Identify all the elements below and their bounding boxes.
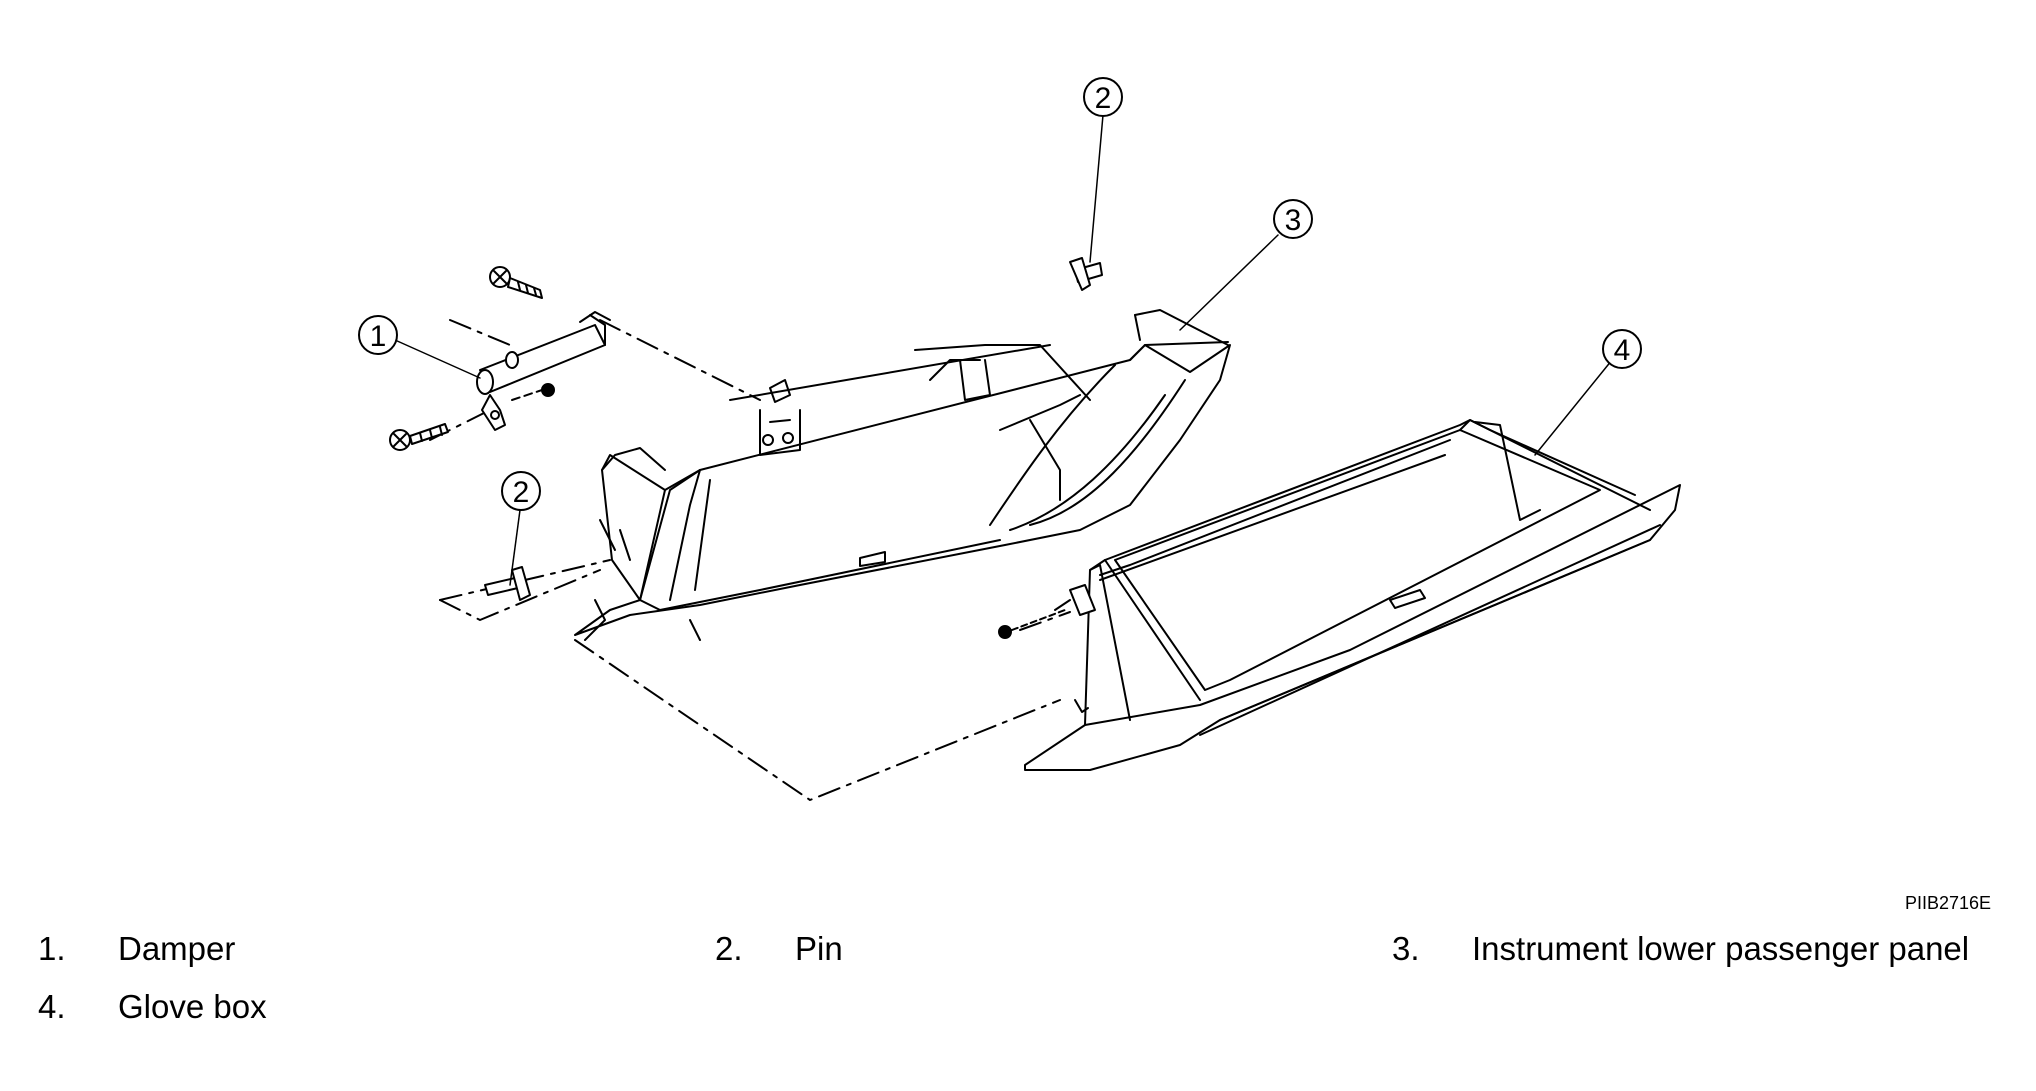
legend-number: 3. bbox=[1392, 930, 1420, 967]
figure-code: PIIB2716E bbox=[1905, 893, 1992, 913]
callout-leaders bbox=[394, 114, 1613, 586]
legend-number: 1. bbox=[38, 930, 66, 967]
callout-3: 3 bbox=[1273, 199, 1313, 239]
callout-4: 4 bbox=[1602, 329, 1642, 369]
legend-label: Damper bbox=[118, 930, 236, 967]
screw-lower bbox=[389, 423, 449, 451]
parts-legend: 1. Damper 2. Pin 3. Instrument lower pas… bbox=[0, 930, 2036, 1060]
callout-1: 1 bbox=[358, 315, 398, 355]
exploded-view-diagram: 1 2 3 2 4 bbox=[358, 77, 1681, 801]
pin-upper bbox=[1069, 257, 1103, 291]
callout-2-lower: 2 bbox=[501, 471, 541, 511]
callout-2-upper: 2 bbox=[1083, 77, 1123, 117]
damper-assembly bbox=[476, 311, 611, 431]
pin-lower bbox=[484, 566, 531, 601]
svg-text:2: 2 bbox=[513, 476, 530, 509]
alignment-lines bbox=[429, 319, 1071, 801]
glove-box bbox=[998, 419, 1681, 771]
svg-text:1: 1 bbox=[370, 320, 387, 353]
legend-label: Pin bbox=[795, 930, 843, 967]
svg-text:4: 4 bbox=[1614, 334, 1631, 367]
svg-text:3: 3 bbox=[1285, 204, 1302, 237]
instrument-lower-passenger-panel bbox=[574, 309, 1231, 641]
legend-label: Glove box bbox=[118, 988, 267, 1025]
svg-text:2: 2 bbox=[1095, 82, 1112, 115]
legend-number: 4. bbox=[38, 988, 66, 1025]
screw-upper bbox=[489, 266, 543, 299]
legend-number: 2. bbox=[715, 930, 743, 967]
legend-label: Instrument lower passenger panel bbox=[1472, 930, 1970, 967]
